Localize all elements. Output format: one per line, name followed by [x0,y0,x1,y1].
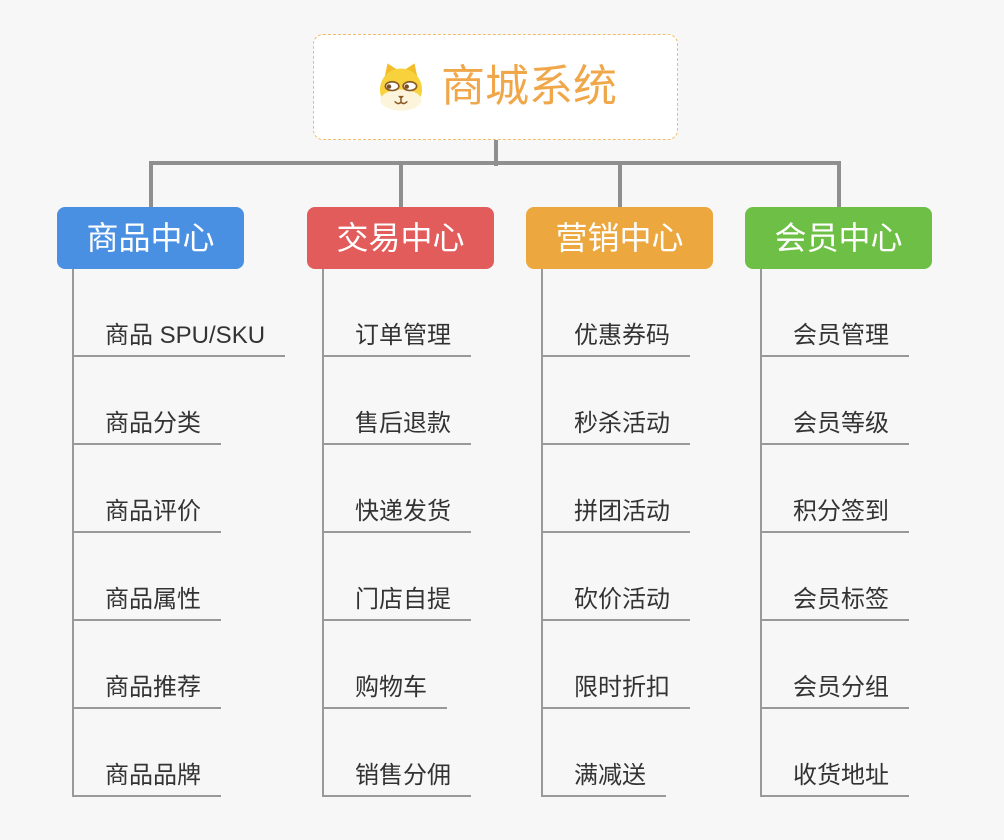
child-topic-label: 购物车 [322,674,447,709]
child-topic-label: 拼团活动 [541,498,690,533]
child-topic-label: 商品推荐 [72,674,221,709]
child-topic-label: 销售分佣 [322,762,471,797]
branch-children: 会员管理 会员等级 积分签到 会员标签 会员分组 收货地址 [760,269,909,797]
branch-spine [760,269,762,797]
root-node[interactable]: 商城系统 [313,34,678,140]
child-topic-label: 优惠券码 [541,322,690,357]
child-topic[interactable]: 商品评价 [72,445,285,533]
child-topic[interactable]: 砍价活动 [541,533,690,621]
child-topic-label: 会员管理 [760,322,909,357]
child-topic-label: 会员分组 [760,674,909,709]
branch-trade-center: 交易中心 订单管理 售后退款 快递发货 门店自提 购物车 销售分佣 [307,207,494,797]
child-topic-label: 门店自提 [322,586,471,621]
child-topic[interactable]: 售后退款 [322,357,471,445]
connector-root-stub [494,139,498,166]
child-topic[interactable]: 商品 SPU/SKU [72,269,286,357]
child-topic[interactable]: 商品品牌 [72,709,285,797]
branch-children: 优惠券码 秒杀活动 拼团活动 砍价活动 限时折扣 满减送 [541,269,690,797]
child-topic[interactable]: 商品推荐 [72,621,285,709]
child-topic-label: 商品分类 [72,410,221,445]
child-topic[interactable]: 优惠券码 [541,269,690,357]
child-topic[interactable]: 满减送 [541,709,690,797]
branch-header-product[interactable]: 商品中心 [57,207,244,269]
child-topic[interactable]: 订单管理 [322,269,471,357]
branch-children: 商品 SPU/SKU 商品分类 商品评价 商品属性 商品推荐 商品品牌 [72,269,286,797]
child-topic-label: 会员标签 [760,586,909,621]
branch-header-marketing[interactable]: 营销中心 [526,207,713,269]
dog-face-icon [374,60,428,114]
child-topic[interactable]: 门店自提 [322,533,471,621]
connector-drop [149,161,153,207]
child-topic-label: 商品品牌 [72,762,221,797]
child-topic-label: 商品 SPU/SKU [72,322,286,357]
child-topic[interactable]: 购物车 [322,621,471,709]
branch-spine [72,269,74,797]
connector-bus [149,161,841,165]
branch-spine [322,269,324,797]
child-topic[interactable]: 拼团活动 [541,445,690,533]
root-title: 商城系统 [441,62,617,111]
child-topic-label: 商品评价 [72,498,221,533]
branch-spine [541,269,543,797]
child-topic-label: 商品属性 [72,586,221,621]
branch-member-center: 会员中心 会员管理 会员等级 积分签到 会员标签 会员分组 收货地址 [745,207,932,797]
connector-drop [837,161,841,207]
child-topic[interactable]: 积分签到 [760,445,909,533]
child-topic-label: 满减送 [541,762,666,797]
child-topic[interactable]: 会员分组 [760,621,909,709]
child-topic-label: 限时折扣 [541,674,690,709]
child-topic-label: 订单管理 [322,322,471,357]
branch-header-member[interactable]: 会员中心 [745,207,932,269]
child-topic[interactable]: 商品分类 [72,357,285,445]
connector-drop [399,161,403,207]
branch-children: 订单管理 售后退款 快递发货 门店自提 购物车 销售分佣 [322,269,471,797]
child-topic-label: 快递发货 [322,498,471,533]
child-topic-label: 会员等级 [760,410,909,445]
child-topic[interactable]: 收货地址 [760,709,909,797]
branch-product-center: 商品中心 商品 SPU/SKU 商品分类 商品评价 商品属性 商品推荐 商品品牌 [57,207,286,797]
child-topic[interactable]: 秒杀活动 [541,357,690,445]
child-topic[interactable]: 会员标签 [760,533,909,621]
child-topic-label: 收货地址 [760,762,909,797]
branch-marketing-center: 营销中心 优惠券码 秒杀活动 拼团活动 砍价活动 限时折扣 满减送 [526,207,713,797]
child-topic[interactable]: 商品属性 [72,533,285,621]
child-topic[interactable]: 会员等级 [760,357,909,445]
child-topic[interactable]: 销售分佣 [322,709,471,797]
branch-header-trade[interactable]: 交易中心 [307,207,494,269]
child-topic[interactable]: 快递发货 [322,445,471,533]
child-topic-label: 积分签到 [760,498,909,533]
child-topic[interactable]: 会员管理 [760,269,909,357]
child-topic[interactable]: 限时折扣 [541,621,690,709]
child-topic-label: 售后退款 [322,410,471,445]
child-topic-label: 砍价活动 [541,586,690,621]
child-topic-label: 秒杀活动 [541,410,690,445]
connector-drop [618,161,622,207]
